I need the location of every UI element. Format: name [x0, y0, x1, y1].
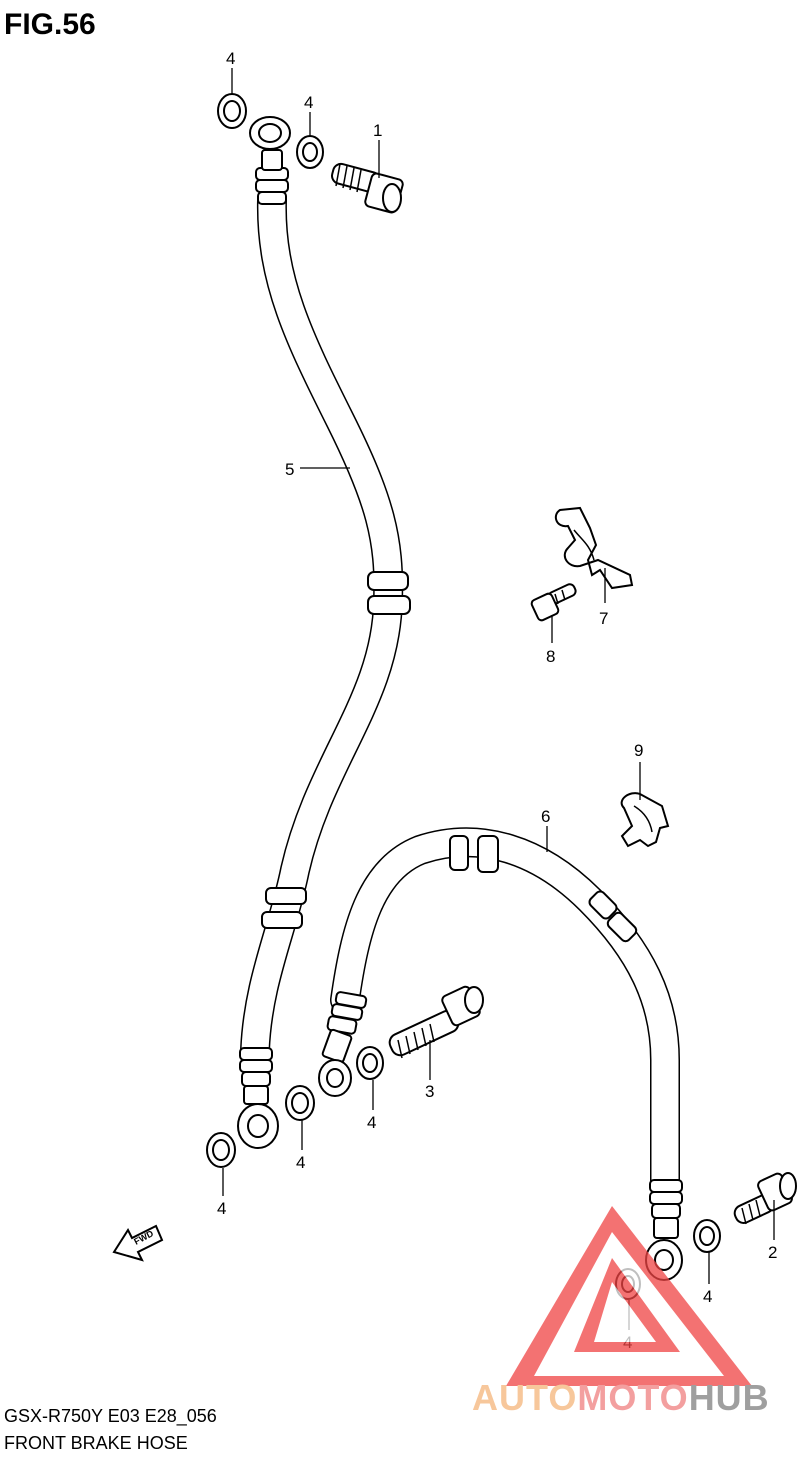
hose-clamp-9 — [620, 792, 670, 848]
hose-5-upper-fitting — [249, 116, 291, 205]
figure-title: FIG.56 — [4, 8, 96, 41]
washer-top-left — [217, 93, 247, 129]
callout-5: 5 — [285, 460, 294, 479]
callout-7: 7 — [599, 609, 608, 628]
hose-clamp-7 — [554, 506, 634, 590]
callout-3: 3 — [425, 1082, 434, 1101]
callout-labels: 4 4 1 5 6 7 8 9 3 4 4 4 4 4 2 — [217, 49, 777, 1352]
hose-6-right-joint — [588, 890, 638, 943]
hose-5-lower-fitting — [237, 1047, 279, 1149]
hose-6-left-fitting — [318, 991, 368, 1097]
brake-hose-5 — [237, 116, 411, 1149]
union-bolt-3 — [388, 985, 484, 1059]
callout-6: 6 — [541, 807, 550, 826]
brake-hose-6 — [318, 827, 683, 1281]
watermark-hub: HUB — [689, 1377, 770, 1418]
callout-4-top-left: 4 — [226, 49, 235, 68]
callout-9: 9 — [634, 741, 643, 760]
callout-4-lower-left: 4 — [217, 1199, 226, 1218]
washer-top-right — [296, 135, 324, 169]
callout-4-center: 4 — [367, 1113, 376, 1132]
washer-bottom-right — [693, 1219, 721, 1253]
washer-center — [356, 1046, 384, 1080]
watermark-text: AUTOMOTOHUB — [472, 1377, 770, 1418]
callout-1: 1 — [373, 121, 382, 140]
leader-lines — [222, 68, 775, 1330]
hose-5-lower-joint — [261, 887, 307, 929]
washer-lower-left — [206, 1132, 236, 1168]
callout-2: 2 — [768, 1243, 777, 1262]
model-code: GSX-R750Y E03 E28_056 — [4, 1406, 217, 1427]
washer-lower-mid — [285, 1085, 315, 1121]
watermark-moto: MOTO — [577, 1377, 688, 1418]
figure-caption: FRONT BRAKE HOSE — [4, 1433, 188, 1453]
callout-4-top-right: 4 — [304, 93, 313, 112]
automotohub-watermark: AUTOMOTOHUB — [472, 1206, 770, 1418]
watermark-triangle-logo — [506, 1206, 752, 1386]
hose-5-middle-joint — [367, 571, 411, 615]
callout-4-bottom-right: 4 — [703, 1287, 712, 1306]
watermark-auto: AUTO — [472, 1377, 577, 1418]
bolt-8 — [530, 583, 577, 622]
forward-direction-arrow: FWD — [112, 1224, 164, 1262]
union-bolt-1 — [331, 162, 404, 214]
union-bolt-2 — [733, 1172, 797, 1225]
callout-4-lower-mid: 4 — [296, 1153, 305, 1172]
hose-6-upper-joint — [449, 835, 499, 873]
callout-8: 8 — [546, 647, 555, 666]
